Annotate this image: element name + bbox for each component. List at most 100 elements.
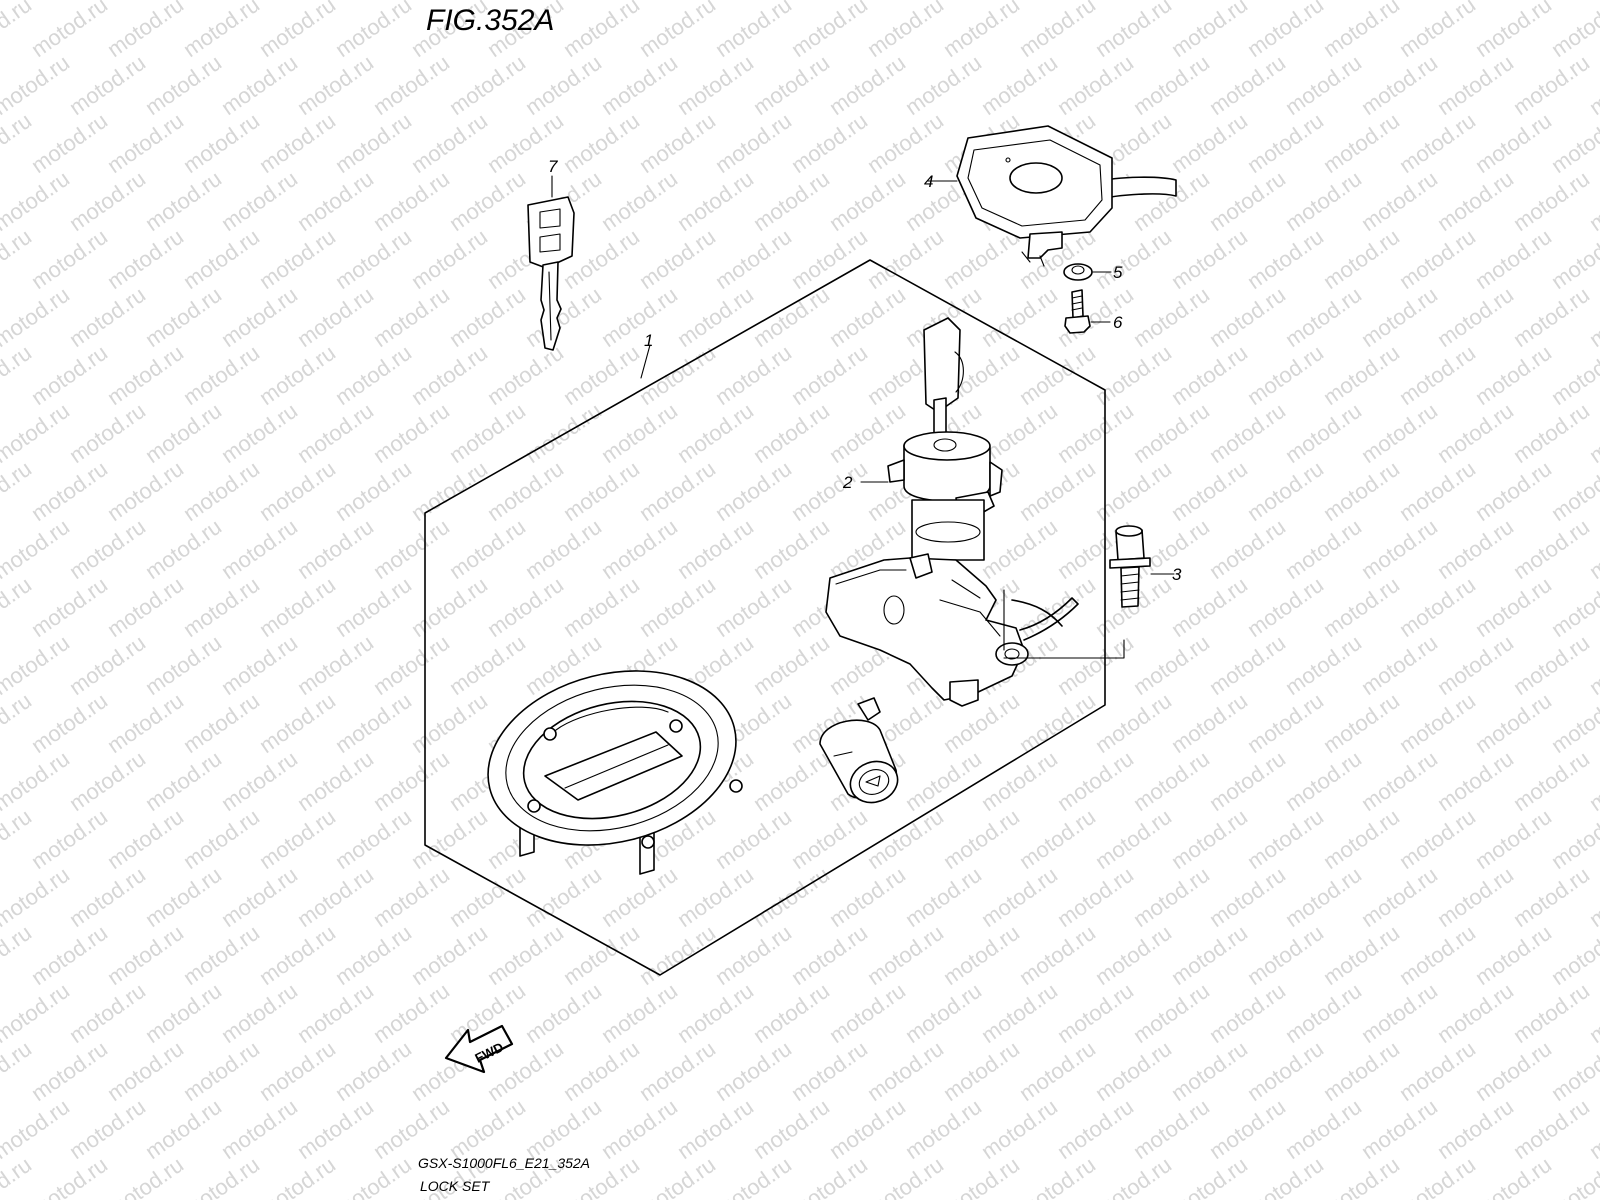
watermark-text: motod.ru	[1091, 804, 1176, 874]
watermark-text: motod.ru	[1471, 456, 1556, 526]
watermark-text: motod.ru	[407, 920, 492, 990]
watermark-text: motod.ru	[1433, 166, 1518, 236]
watermark-text: motod.ru	[369, 50, 454, 120]
watermark-text: motod.ru	[673, 514, 758, 584]
spare-key-drawing	[527, 175, 575, 351]
watermark-text: motod.ru	[293, 50, 378, 120]
watermark-text: motod.ru	[1205, 1094, 1290, 1164]
callout-7: 7	[548, 157, 558, 176]
watermark-text: motod.ru	[1053, 1094, 1138, 1164]
watermark-text: motod.ru	[1243, 1152, 1328, 1200]
watermark-text: motod.ru	[1167, 1152, 1252, 1200]
watermark-text: motod.ru	[445, 1094, 530, 1164]
watermark-text: motod.ru	[635, 0, 720, 62]
watermark-text: motod.ru	[293, 0, 378, 4]
watermark-text: motod.ru	[1547, 688, 1600, 758]
watermark-text: motod.ru	[1129, 978, 1214, 1048]
watermark-text: motod.ru	[217, 978, 302, 1048]
watermark-text: motod.ru	[255, 340, 340, 410]
watermark-text: motod.ru	[27, 804, 112, 874]
watermark-text: motod.ru	[1053, 862, 1138, 932]
watermark-text: motod.ru	[179, 340, 264, 410]
watermark-text: motod.ru	[1167, 0, 1252, 62]
watermark-text: motod.ru	[255, 920, 340, 990]
watermark-text: motod.ru	[863, 1152, 948, 1200]
watermark-text: motod.ru	[559, 572, 644, 642]
watermark-text: motod.ru	[1091, 1036, 1176, 1106]
watermark-text: motod.ru	[1053, 0, 1138, 4]
watermark-text: motod.ru	[1357, 862, 1442, 932]
watermark-text: motod.ru	[217, 166, 302, 236]
watermark-text: motod.ru	[1129, 282, 1214, 352]
watermark-text: motod.ru	[597, 0, 682, 4]
watermark-text: motod.ru	[1281, 282, 1366, 352]
watermark-text: motod.ru	[217, 50, 302, 120]
watermark-text: motod.ru	[293, 1094, 378, 1164]
watermark-text: motod.ru	[1205, 630, 1290, 700]
watermark-text: motod.ru	[483, 920, 568, 990]
watermark-text: motod.ru	[331, 804, 416, 874]
watermark-text: motod.ru	[1395, 108, 1480, 178]
watermark-text: motod.ru	[977, 282, 1062, 352]
callout-1: 1	[644, 331, 653, 350]
watermark-text: motod.ru	[1395, 1152, 1480, 1200]
watermark-text: motod.ru	[1243, 920, 1328, 990]
watermark-text: motod.ru	[1167, 804, 1252, 874]
watermark-text: motod.ru	[1167, 688, 1252, 758]
watermark-text: motod.ru	[331, 0, 416, 62]
watermark-text: motod.ru	[1281, 50, 1366, 120]
watermark-text: motod.ru	[521, 514, 606, 584]
watermark-text: motod.ru	[1547, 1152, 1600, 1200]
watermark-text: motod.ru	[65, 746, 150, 816]
watermark-text: motod.ru	[1281, 1094, 1366, 1164]
watermark-text: motod.ru	[1509, 50, 1594, 120]
watermark-text: motod.ru	[1281, 746, 1366, 816]
watermark-text: motod.ru	[0, 1094, 74, 1164]
watermark-text: motod.ru	[369, 514, 454, 584]
watermark-text: motod.ru	[1433, 0, 1518, 4]
watermark-text: motod.ru	[141, 166, 226, 236]
watermark-text: motod.ru	[1129, 166, 1214, 236]
watermark-text: motod.ru	[1319, 0, 1404, 62]
watermark-text: motod.ru	[1357, 978, 1442, 1048]
watermark-text: motod.ru	[65, 166, 150, 236]
watermark-text: motod.ru	[255, 224, 340, 294]
watermark-text: motod.ru	[1129, 862, 1214, 932]
watermark-text: motod.ru	[1471, 340, 1556, 410]
watermark-text: motod.ru	[369, 746, 454, 816]
watermark-text: motod.ru	[1547, 0, 1600, 62]
watermark-text: motod.ru	[1433, 630, 1518, 700]
watermark-text: motod.ru	[1319, 108, 1404, 178]
watermark-text: motod.ru	[369, 1094, 454, 1164]
watermark-text: motod.ru	[331, 1036, 416, 1106]
watermark-text: motod.ru	[901, 50, 986, 120]
lock-cylinder-drawing	[819, 697, 899, 804]
watermark-text: motod.ru	[673, 1094, 758, 1164]
watermark-text: motod.ru	[27, 572, 112, 642]
watermark-text: motod.ru	[901, 978, 986, 1048]
watermark-text: motod.ru	[1471, 688, 1556, 758]
watermark-text: motod.ru	[141, 1094, 226, 1164]
watermark-text: motod.ru	[0, 398, 74, 468]
watermark-text: motod.ru	[65, 978, 150, 1048]
watermark-text: motod.ru	[749, 166, 834, 236]
watermark-text: motod.ru	[331, 920, 416, 990]
watermark-text: motod.ru	[0, 340, 36, 410]
watermark-text: motod.ru	[977, 0, 1062, 4]
watermark-text: motod.ru	[1585, 0, 1600, 4]
watermark-text: motod.ru	[27, 108, 112, 178]
watermark-text: motod.ru	[521, 398, 606, 468]
watermark-text: motod.ru	[1433, 978, 1518, 1048]
fuel-cap-drawing	[487, 670, 743, 875]
watermark-text: motod.ru	[635, 920, 720, 990]
watermark-text: motod.ru	[255, 1036, 340, 1106]
watermark-text: motod.ru	[0, 1036, 36, 1106]
watermark-text: motod.ru	[977, 978, 1062, 1048]
watermark-text: motod.ru	[863, 920, 948, 990]
watermark-text: motod.ru	[65, 398, 150, 468]
watermark-text: motod.ru	[141, 282, 226, 352]
watermark-text: motod.ru	[1509, 978, 1594, 1048]
watermark-text: motod.ru	[939, 804, 1024, 874]
watermark-text: motod.ru	[0, 0, 36, 62]
